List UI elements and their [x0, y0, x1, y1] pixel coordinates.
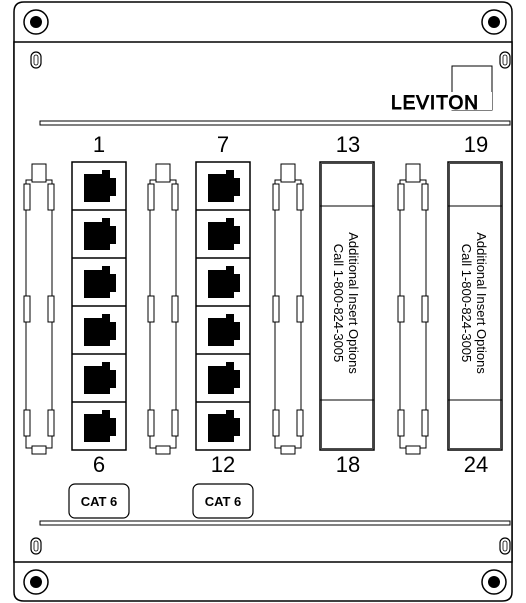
mounting-hole-icon — [30, 16, 42, 28]
port-end-label: 24 — [464, 452, 488, 477]
port-start-label: 1 — [93, 132, 105, 157]
bracket-top-tab — [405, 163, 421, 183]
port-start-label: 13 — [336, 132, 360, 157]
bracket-clip — [147, 295, 155, 323]
rj45-jack-icon — [208, 170, 240, 202]
bracket-clip — [296, 295, 304, 323]
blank-insert — [447, 161, 503, 451]
port-end-label: 12 — [211, 452, 235, 477]
bracket-bottom-tab — [280, 445, 296, 455]
bracket-top-tab — [280, 163, 296, 183]
port-end-label: 6 — [93, 452, 105, 477]
mounting-hole-icon — [30, 576, 42, 588]
bracket-top-tab — [31, 163, 47, 183]
rj45-jack-icon — [208, 410, 240, 442]
bottom-rail — [39, 520, 511, 526]
bracket-clip — [47, 409, 55, 437]
bracket-clip — [397, 183, 405, 211]
bracket-clip — [147, 409, 155, 437]
insert-line-1: Additional Insert Options — [474, 232, 489, 374]
insert-line-2: Call 1-800-824-3005 — [459, 244, 474, 363]
rj45-jack-icon — [84, 266, 116, 298]
port-start-label: 19 — [464, 132, 488, 157]
bracket-clip — [171, 409, 179, 437]
insert-line-1: Additional Insert Options — [346, 232, 361, 374]
leviton-logo: LEVITON — [378, 65, 493, 115]
brand-logo-text: LEVITON — [391, 93, 479, 114]
bracket-clip — [23, 295, 31, 323]
bracket-clip — [272, 183, 280, 211]
cat6-badge — [68, 483, 130, 519]
port-start-label: 7 — [217, 132, 229, 157]
bracket-clip — [171, 183, 179, 211]
insert-inner-edge — [321, 163, 373, 449]
bracket-bottom-tab — [405, 445, 421, 455]
mounting-hole-icon — [488, 16, 500, 28]
rj45-jack-icon — [208, 266, 240, 298]
corner-screw-holes — [23, 9, 507, 595]
bracket-clip — [171, 295, 179, 323]
bracket-clip — [296, 183, 304, 211]
bracket-clip — [397, 295, 405, 323]
cat6-badge-label: CAT 6 — [205, 494, 242, 509]
insert-inner-edge — [449, 163, 501, 449]
slot-hole-icon — [499, 51, 511, 69]
slot-hole-icon — [30, 537, 42, 555]
bracket-clip — [421, 409, 429, 437]
rj45-jack-icon — [84, 170, 116, 202]
bracket-clip — [296, 409, 304, 437]
cat6-badge-label: CAT 6 — [81, 494, 118, 509]
bracket-clip — [47, 183, 55, 211]
bracket-clip — [421, 295, 429, 323]
rj45-jack-icon — [84, 410, 116, 442]
insert-line-2: Call 1-800-824-3005 — [331, 244, 346, 363]
mounting-hole-icon — [488, 576, 500, 588]
rj45-jack-icon — [208, 362, 240, 394]
bracket-clip — [421, 183, 429, 211]
rj45-jack-icon — [208, 314, 240, 346]
top-rail — [39, 120, 511, 126]
rj45-jack-icon — [84, 362, 116, 394]
rj45-jack-icon — [208, 218, 240, 250]
slot-hole-icon — [30, 51, 42, 69]
rj45-jack-icon — [84, 218, 116, 250]
bracket-clip — [23, 409, 31, 437]
rj45-jack-icon — [84, 314, 116, 346]
bracket-bottom-tab — [155, 445, 171, 455]
cat6-badge — [192, 483, 254, 519]
bracket-clip — [272, 409, 280, 437]
bracket-clip — [147, 183, 155, 211]
bracket-clip — [272, 295, 280, 323]
bracket-bottom-tab — [31, 445, 47, 455]
blank-insert — [319, 161, 375, 451]
bracket-clip — [47, 295, 55, 323]
bracket-clip — [23, 183, 31, 211]
slot-holes — [30, 51, 511, 555]
slot-hole-icon — [499, 537, 511, 555]
port-end-label: 18 — [336, 452, 360, 477]
bracket-clip — [397, 409, 405, 437]
bracket-top-tab — [155, 163, 171, 183]
